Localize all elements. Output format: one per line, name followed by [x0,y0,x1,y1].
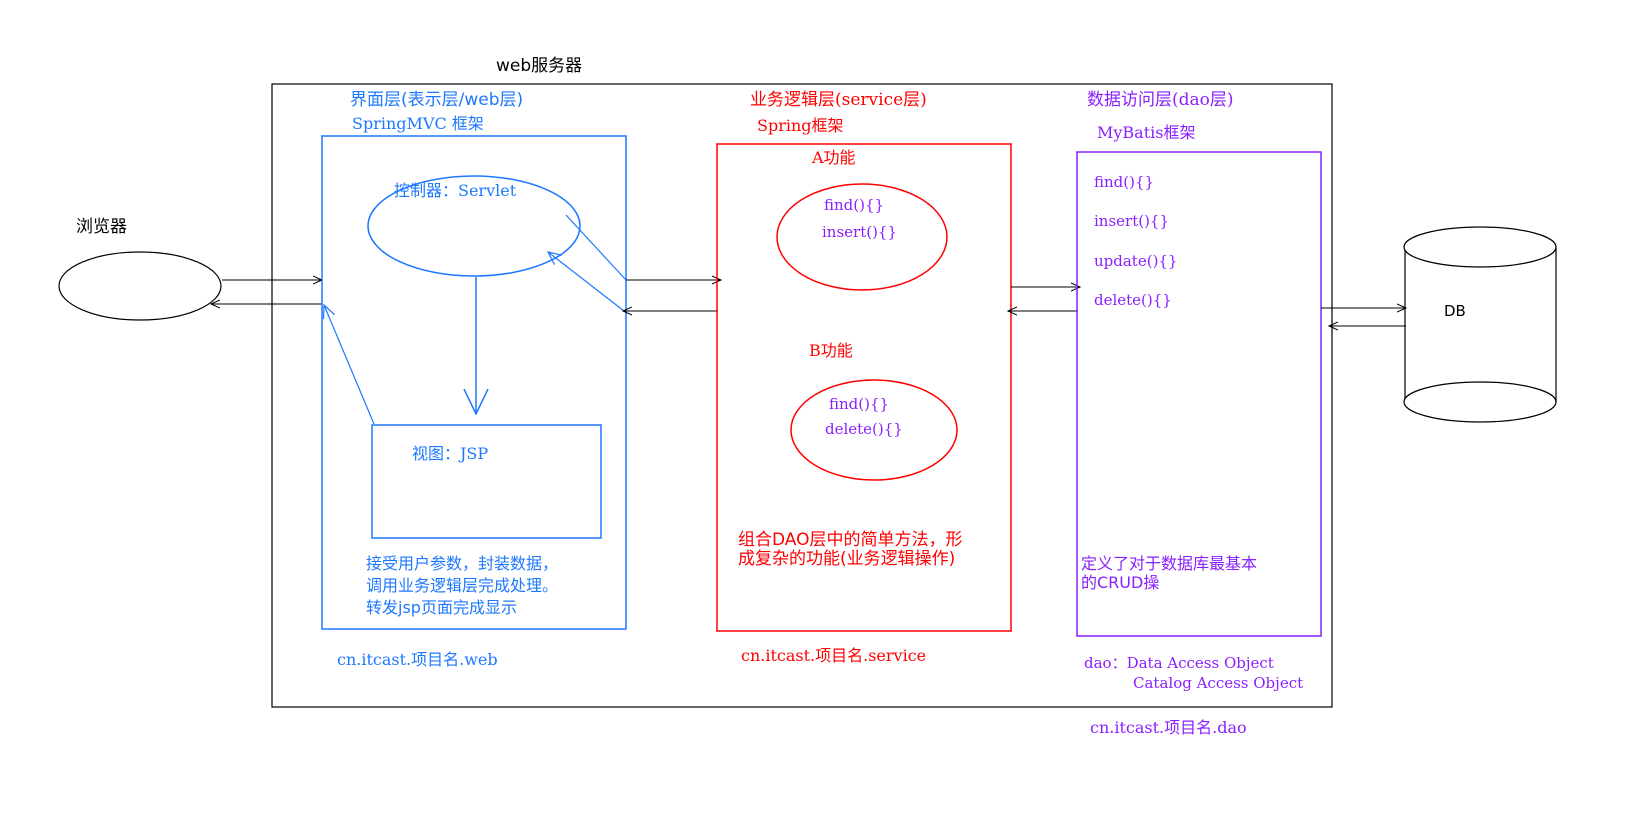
database-label: DB [1444,302,1466,320]
service-layer-framework: Spring框架 [757,116,844,135]
web-layer-description-line-3: 转发jsp页面完成显示 [366,598,517,617]
feature-a-method-1: find(){} [824,196,885,214]
service-to-controller-arrow [548,252,625,312]
browser-label: 浏览器 [76,217,127,237]
dao-method-3: update(){} [1094,252,1178,270]
dao-acronym-line-1: dao：Data Access Object [1084,654,1274,672]
service-layer-description-line-2: 成复杂的功能(业务逻辑操作) [738,549,956,569]
web-package-name: cn.itcast.项目名.web [337,650,498,669]
web-layer-framework: SpringMVC 框架 [352,114,484,133]
view-box [371,424,602,539]
web-layer-box [321,135,627,630]
web-layer-description-line-2: 调用业务逻辑层完成处理。 [366,576,559,595]
dao-package-name: cn.itcast.项目名.dao [1090,718,1247,737]
service-layer-box [716,143,1012,632]
feature-b-label: B功能 [809,341,853,360]
dao-layer-title: 数据访问层(dao层) [1087,90,1234,110]
service-package-name: cn.itcast.项目名.service [741,646,927,665]
dao-method-1: find(){} [1094,173,1155,191]
dao-layer-description-line-2: 的CRUD操 [1081,573,1160,592]
dao-method-2: insert(){} [1094,212,1170,230]
feature-b-method-2: delete(){} [825,420,903,438]
dao-layer-description-line-1: 定义了对于数据库最基本 [1081,554,1258,573]
feature-a-method-2: insert(){} [822,223,898,241]
view-to-browser-arrow [324,305,375,425]
web-server-title: web服务器 [496,56,583,76]
dao-acronym-line-2: Catalog Access Object [1133,674,1304,692]
feature-b-ellipse [790,379,958,481]
dao-layer-box [1076,151,1322,637]
web-server-box [271,83,1333,708]
dao-layer-framework: MyBatis框架 [1097,123,1196,142]
dao-method-4: delete(){} [1094,291,1172,309]
service-layer-description-line-1: 组合DAO层中的简单方法，形 [738,530,963,550]
controller-ellipse [367,175,581,277]
feature-a-ellipse [776,183,948,291]
service-layer-title: 业务逻辑层(service层) [750,90,927,110]
web-layer-description-line-1: 接受用户参数，封装数据， [366,554,559,573]
view-label: 视图：JSP [412,444,489,463]
controller-to-service-line [565,214,627,281]
web-layer-title: 界面层(表示层/web层) [350,90,524,110]
feature-a-label: A功能 [812,148,856,167]
feature-b-method-1: find(){} [829,395,890,413]
controller-label: 控制器：Servlet [394,181,517,200]
database-cylinder [1403,226,1557,423]
browser-ellipse [58,251,222,321]
